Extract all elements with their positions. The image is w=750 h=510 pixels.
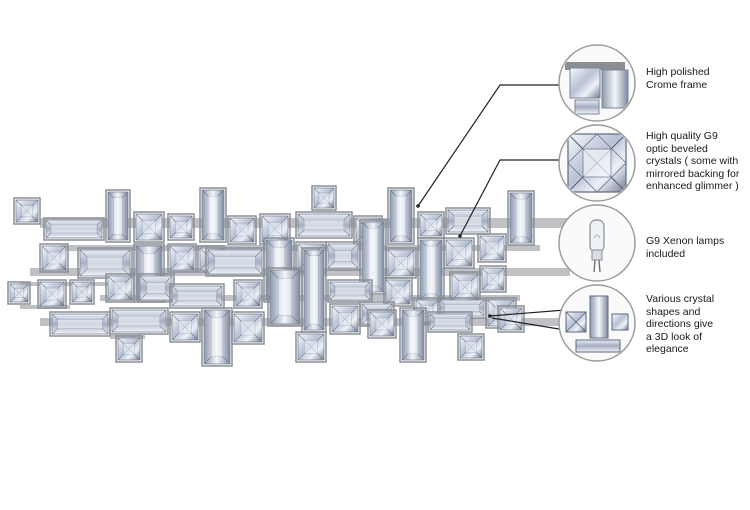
leader-dot — [416, 204, 420, 208]
square-crystal — [311, 185, 337, 211]
leader-dot — [488, 314, 492, 318]
callout-crystals-text: High quality G9 optic beveled crystals (… — [646, 130, 740, 192]
baguette-crystal — [199, 187, 227, 243]
leader-line — [417, 84, 565, 207]
chrome-frame-closeup-icon — [558, 44, 636, 122]
leader-line — [491, 317, 566, 331]
baguette-crystal — [169, 283, 225, 309]
leader-dot — [458, 234, 462, 238]
baguette-crystal — [77, 247, 133, 279]
leader-line — [459, 159, 565, 237]
square-crystal — [477, 233, 507, 263]
g9-lamp-icon — [558, 204, 636, 282]
baguette-crystal — [327, 279, 373, 303]
callout-lamps-text: G9 Xenon lamps included — [646, 235, 725, 260]
square-crystal — [227, 215, 257, 245]
square-crystal — [449, 271, 481, 303]
baguette-crystal — [417, 237, 445, 303]
baguette-crystal — [325, 241, 361, 271]
frame-bar — [20, 305, 70, 309]
callout-shapes-text: Various crystal shapes and directions gi… — [646, 293, 715, 355]
square-crystal — [13, 197, 41, 225]
square-crystal — [7, 281, 31, 305]
baguette-crystal — [427, 311, 473, 333]
square-crystal — [497, 305, 525, 333]
crystal-array — [7, 185, 535, 367]
square-crystal — [115, 335, 143, 363]
square-crystal — [367, 309, 397, 339]
crystal-shapes-closeup-icon — [558, 284, 636, 362]
square-crystal — [383, 277, 413, 307]
beveled-crystal-closeup-icon — [558, 124, 636, 202]
square-crystal — [417, 211, 445, 239]
leader-lines — [416, 84, 566, 331]
square-crystal — [105, 273, 135, 303]
square-crystal — [167, 213, 195, 241]
baguette-crystal — [109, 307, 169, 335]
square-crystal — [295, 331, 327, 363]
baguette-crystal — [507, 190, 535, 246]
frame-bar — [110, 335, 145, 339]
square-crystal — [385, 247, 417, 279]
square-crystal — [479, 265, 507, 293]
square-crystal — [133, 211, 165, 243]
baguette-crystal — [267, 267, 303, 327]
square-crystal — [457, 333, 485, 361]
baguette-crystal — [43, 217, 105, 241]
square-crystal — [69, 279, 95, 305]
baguette-crystal — [399, 307, 427, 363]
square-crystal — [39, 243, 69, 273]
square-crystal — [329, 303, 361, 335]
square-crystal — [443, 237, 475, 269]
baguette-crystal — [301, 247, 327, 333]
baguette-crystal — [105, 189, 131, 243]
square-crystal — [231, 311, 265, 345]
baguette-crystal — [49, 311, 111, 337]
detail-circles — [558, 44, 636, 362]
baguette-crystal — [137, 273, 175, 303]
leader-line — [489, 309, 566, 317]
callout-frame-text: High polished Crome frame — [646, 66, 710, 91]
square-crystal — [167, 243, 197, 273]
frame-bar — [20, 282, 110, 286]
baguette-crystal — [205, 247, 265, 277]
baguette-crystal — [295, 211, 353, 239]
baguette-crystal — [387, 187, 415, 245]
square-crystal — [233, 279, 263, 309]
square-crystal — [169, 311, 201, 343]
baguette-crystal — [359, 219, 387, 295]
square-crystal — [37, 279, 67, 309]
baguette-crystal — [201, 307, 233, 367]
